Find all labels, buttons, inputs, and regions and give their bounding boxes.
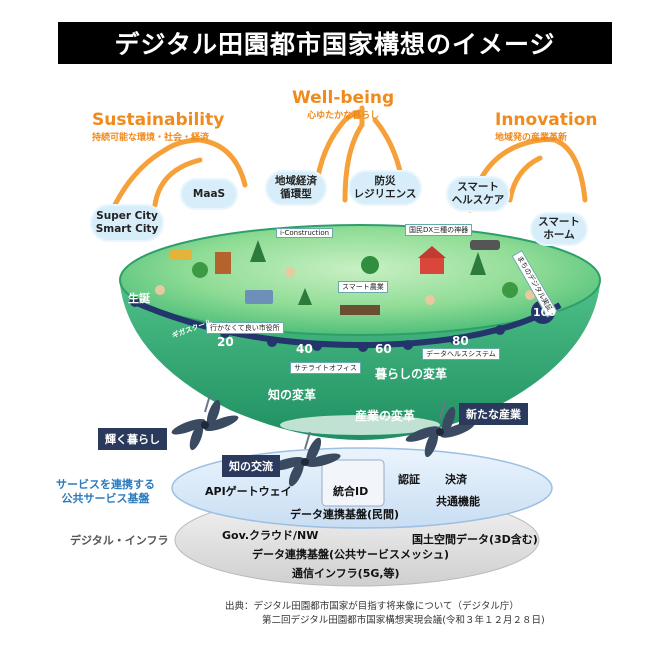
goal-sub: 地域発の産業革新 <box>495 133 568 143</box>
goal-innovation: Innovation 地域発の産業革新 <box>495 110 598 143</box>
label-chi-koryu: 知の交流 <box>222 455 280 477</box>
page-title: デジタル田園都市国家構想のイメージ <box>58 22 612 64</box>
timeline-mark-60: 60 <box>375 342 392 356</box>
timeline-mark-40: 40 <box>296 342 313 356</box>
tag-data-health: データヘルスシステム <box>422 348 500 360</box>
label-aratana: 新たな産業 <box>459 403 528 425</box>
payment: 決済 <box>445 473 467 486</box>
cloud-maas: MaaS <box>180 178 238 210</box>
goal-wellbeing: Well-being 心ゆたかな暮らし <box>292 88 394 121</box>
text-sangyo: 産業の変革 <box>355 409 416 423</box>
service-label-line1: サービスを連携する <box>56 478 155 491</box>
propellers <box>171 399 475 487</box>
goal-head: Well-being <box>292 88 395 108</box>
goal-head: Sustainability <box>92 110 225 130</box>
service-platform-label: サービスを連携する 公共サービス基盤 <box>56 478 155 506</box>
api-gateway: APIゲートウェイ <box>205 485 292 498</box>
source-line2: 第二回デジタル田園都市国家構想実現会議(令和３年１２月２８日) <box>262 615 545 626</box>
text-kurashi: 暮らしの変革 <box>375 367 448 381</box>
cloud-smart-home: スマート ホーム <box>530 212 588 246</box>
timeline-mark-80: 80 <box>452 334 469 348</box>
text-chi: 知の変革 <box>268 388 317 402</box>
auth: 認証 <box>398 473 420 486</box>
timeline-mark-100: 100 <box>533 306 556 319</box>
geo-data: 国土空間データ(3D含む) <box>412 533 538 546</box>
tag-yukanakute: 行かなくて良い市役所 <box>206 322 284 334</box>
goal-sub: 持続可能な環境・社会・経済 <box>92 133 210 143</box>
tag-kokumin-dx: 国民DX三種の神器 <box>405 224 473 236</box>
digital-infra-label: デジタル・インフラ <box>70 534 169 547</box>
cloud-super-city: Super City Smart City <box>90 204 164 242</box>
cloud-smart-health: スマート ヘルスケア <box>446 176 510 212</box>
label-kagayaku: 輝く暮らし <box>98 428 167 450</box>
comm-infra: 通信インフラ(5G,等) <box>292 567 400 580</box>
id-cylinder <box>321 459 385 507</box>
common-functions: 共通機能 <box>436 495 480 508</box>
source-line1: 出典：デジタル田園都市国家が目指す将来像について（デジタル庁） <box>225 601 519 612</box>
bowl-decorations <box>155 240 535 315</box>
gov-cloud: Gov.クラウド/NW <box>222 529 319 542</box>
data-platform-private: データ連携基盤(民間) <box>290 508 400 521</box>
data-platform-public: データ連携基盤(公共サービスメッシュ) <box>252 548 450 561</box>
tag-i-construction: i-Construction <box>276 228 334 238</box>
cloud-disaster: 防災 レジリエンス <box>348 170 422 206</box>
propeller-shafts <box>204 394 446 450</box>
service-label-line2: 公共サービス基盤 <box>61 492 150 505</box>
timeline-mark-20: 20 <box>217 335 234 349</box>
goal-sub: 心ゆたかな暮らし <box>307 111 380 121</box>
goal-head: Innovation <box>495 110 598 130</box>
bowl-top <box>119 224 601 336</box>
tag-satellite: サテライトオフィス <box>290 362 361 374</box>
goal-sustainability: Sustainability 持続可能な環境・社会・経済 <box>92 110 224 143</box>
cloud-local-economy: 地域経済 循環型 <box>265 170 327 206</box>
timeline-birth: 生誕 <box>128 292 150 305</box>
integrated-id: 統合ID <box>333 485 369 498</box>
tag-smart-agri: スマート農業 <box>338 281 388 293</box>
